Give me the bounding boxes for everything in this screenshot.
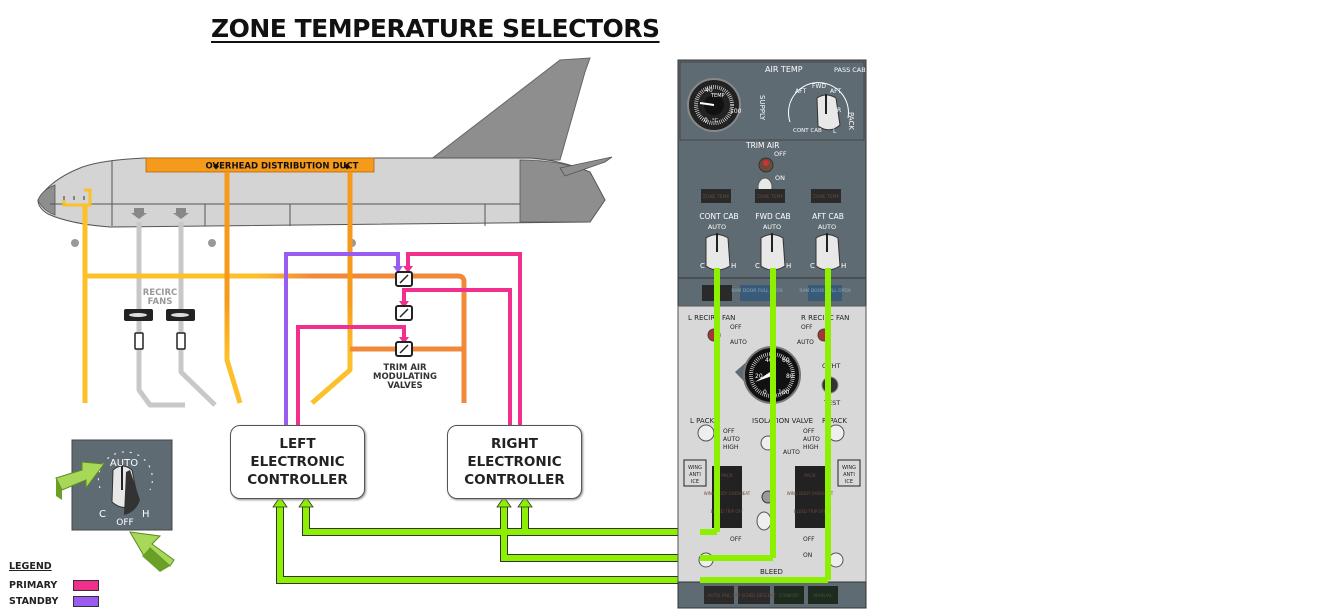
legend-swatch-primary	[73, 579, 99, 591]
selector-off-label: OFF	[116, 518, 133, 528]
legend: LEGEND PRIMARY STANDBY	[9, 561, 99, 609]
nose-cone	[37, 184, 56, 216]
right-electronic-controller: RIGHT ELECTRONIC CONTROLLER	[447, 425, 582, 499]
arrowhead-icon	[298, 496, 314, 508]
tail-fin	[428, 57, 591, 161]
check-valve-icon	[176, 332, 186, 350]
overhead-distribution-duct	[145, 157, 375, 173]
overhead-duct-label: OVERHEAD DISTRIBUTION DUCT	[206, 162, 359, 172]
legend-item-standby: STANDBY	[9, 593, 99, 609]
standby-line	[284, 252, 400, 425]
controller-label: CONTROLLER	[464, 472, 565, 488]
recirc-duct-1	[136, 222, 185, 408]
signal-arrowheads	[272, 496, 533, 508]
page-title: ZONE TEMPERATURE SELECTORS	[211, 14, 660, 43]
trim-valves-label: TRIM AIR	[383, 363, 427, 373]
arrowhead-icon	[272, 496, 288, 508]
trim-valves-label-3: VALVES	[387, 381, 422, 391]
primary-line	[402, 288, 512, 425]
signal-line-aft-cab	[501, 262, 776, 561]
recirc-duct-2	[178, 222, 217, 407]
selector-hot-label: H	[142, 509, 150, 520]
trim-valves-label-2: MODULATING	[373, 372, 437, 382]
primary-line	[296, 325, 406, 425]
arrow-left-icon: ◆	[213, 162, 220, 171]
legend-heading: LEGEND	[9, 561, 52, 572]
controller-label: ELECTRONIC	[467, 454, 562, 470]
legend-label: PRIMARY	[9, 579, 58, 591]
recirc-fans-label: RECIRC	[143, 288, 178, 298]
selector-auto-label: AUTO	[110, 458, 138, 469]
controller-label: LEFT	[279, 436, 316, 452]
legend-swatch-standby	[73, 595, 99, 607]
arrowhead-icon	[496, 496, 512, 508]
aircraft-illustration: OVERHEAD DISTRIBUTION DUCT ◆ ◆	[37, 57, 613, 247]
legend-item-primary: PRIMARY	[9, 577, 99, 593]
arrow-right-icon: ◆	[344, 162, 351, 171]
primary-line	[406, 252, 522, 425]
aft-cabin-riser	[310, 172, 353, 405]
recirc-inlet-arrow-icon	[173, 208, 189, 219]
legend-label: STANDBY	[9, 595, 59, 607]
recirc-fans-label-2: FANS	[148, 297, 173, 307]
recirc-inlet-arrow-icon	[131, 208, 147, 219]
pointer-arrow-icon	[55, 461, 105, 491]
trim-air-valves: TRIM AIR MODULATING VALVES	[373, 271, 437, 391]
controller-label: CONTROLLER	[247, 472, 348, 488]
fwd-cabin-riser	[224, 172, 243, 404]
controller-label: RIGHT	[490, 436, 538, 452]
left-electronic-controller: LEFT ELECTRONIC CONTROLLER	[230, 425, 365, 499]
selector-detail: AUTO C H OFF	[55, 439, 175, 572]
horizontal-stabilizer	[559, 156, 613, 177]
arrowhead-icon	[517, 496, 533, 508]
flight-deck-duct	[62, 188, 92, 207]
check-valve-icon	[134, 332, 144, 350]
flight-deck-trim-duct	[85, 273, 467, 403]
controller-label: ELECTRONIC	[250, 454, 345, 470]
zone-signal-lines-fill	[277, 262, 831, 583]
valve-control-lines	[284, 252, 522, 425]
selector-cool-label: C	[99, 509, 106, 520]
